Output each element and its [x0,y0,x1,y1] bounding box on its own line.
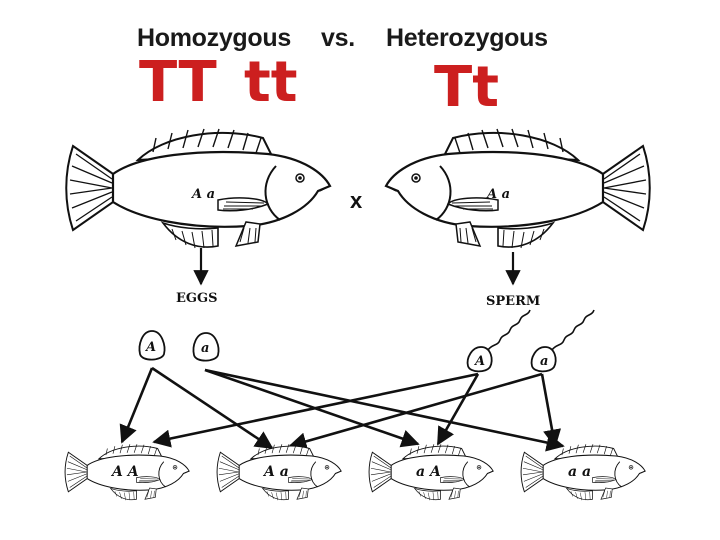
genotype-homozygous-recessive: tt [244,50,298,115]
offspring-1-genotype: A A [110,464,139,480]
offspring-2-genotype: A a [262,464,289,480]
inheritance-arrows [119,366,565,452]
sperm-1-allele: A [473,354,485,369]
sperm-dominant [466,309,531,373]
egg-recessive [192,332,220,362]
parent-male-alleles: A a [485,187,510,202]
heterozygous-heading: Heterozygous [386,24,548,52]
homozygous-heading: Homozygous [137,24,291,52]
cross-symbol: x [350,188,363,213]
sperm-recessive [530,309,595,373]
genotype-homozygous-dominant: TT [139,50,217,115]
egg-1-allele: A [144,340,156,355]
offspring-3-genotype: a A [416,464,441,480]
sperm-2-allele: a [540,354,548,369]
genotype-heterozygous: Tt [434,55,499,120]
eggs-label: EGGS [176,291,218,306]
egg-dominant [138,330,166,361]
sperm-label: SPERM [486,294,540,309]
parent-female-alleles: A a [190,187,215,202]
parent-fish-male [384,127,651,250]
offspring-4-genotype: a a [568,464,591,480]
egg-2-allele: a [201,341,209,356]
vs-label: vs. [321,24,355,52]
